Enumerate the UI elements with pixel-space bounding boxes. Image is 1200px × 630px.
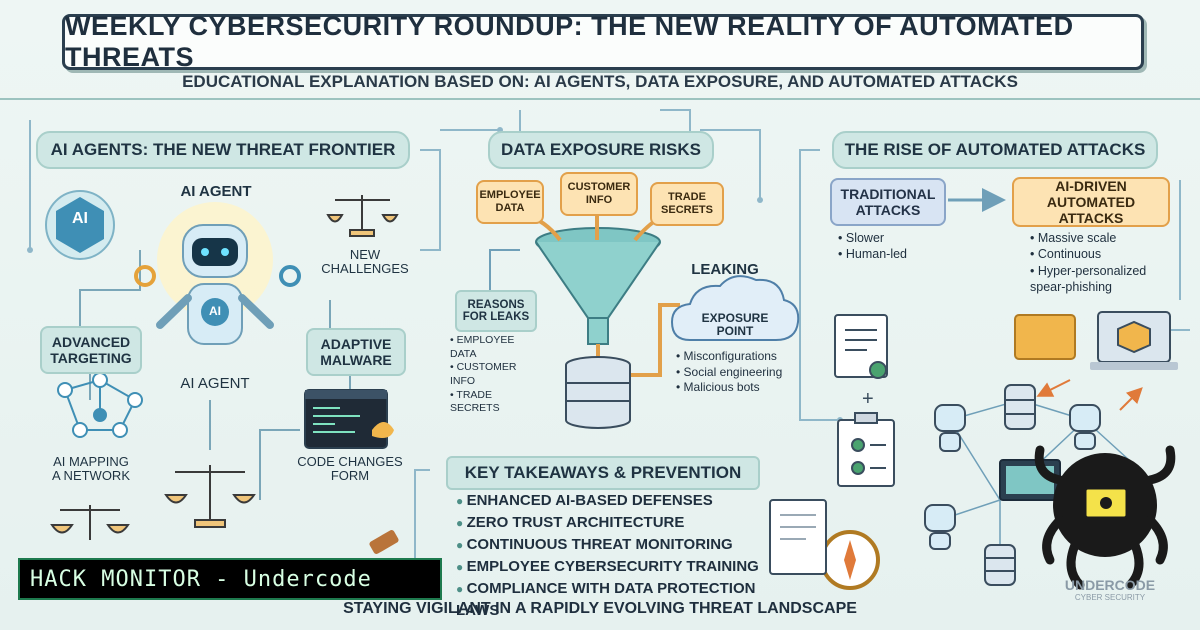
list-item: ZERO TRUST ARCHITECTURE: [456, 512, 786, 534]
list-item: CONTINUOUS THREAT MONITORING: [456, 534, 786, 556]
robot-bot-icon: [924, 404, 1101, 550]
ai-mapping-label: AI MAPPING A NETWORK: [51, 454, 130, 484]
section-heading-ai-agents: AI AGENTS: THE NEW THREAT FRONTIER: [36, 131, 410, 169]
page-subtitle: EDUCATIONAL EXPLANATION BASED ON: AI AGE…: [182, 72, 1018, 91]
logo-subtext: CYBER SECURITY: [1074, 593, 1146, 602]
exposure-causes-list: Misconfigurations Social engineering Mal…: [676, 349, 806, 396]
exposure-point-label: EXPOSURE POINT: [701, 311, 769, 339]
funnel-icon: [535, 227, 661, 345]
list-item: COMPLIANCE WITH DATA PROTECTION LAWS: [456, 578, 786, 622]
undercode-octopus-logo: [1034, 445, 1176, 590]
list-item: Hyper-personalized spear-phishing: [1030, 263, 1180, 296]
customer-info-tag: CUSTOMER INFO: [560, 172, 638, 216]
section-heading-takeaways: KEY TAKEAWAYS & PREVENTION: [446, 456, 760, 490]
list-item: Human-led: [838, 246, 938, 262]
ai-driven-attacks-list: Massive scale Continuous Hyper-personali…: [1030, 230, 1180, 295]
list-item: TRADE SECRETS: [450, 389, 542, 416]
document-icon: [834, 314, 895, 487]
list-item: Misconfigurations: [676, 349, 806, 365]
list-item: Malicious bots: [676, 380, 806, 396]
section-heading-automated-attacks: THE RISE OF AUTOMATED ATTACKS: [832, 131, 1158, 169]
title-banner: WEEKLY CYBERSECURITY ROUNDUP: THE NEW RE…: [62, 11, 1144, 72]
list-item: ENHANCED AI-BASED DEFENSES: [456, 490, 786, 512]
list-item: EMPLOYEE DATA: [450, 334, 542, 361]
robot-icon: [156, 202, 274, 345]
list-item: EMPLOYEE CYBERSECURITY TRAINING: [456, 556, 786, 578]
list-item: Continuous: [1030, 246, 1180, 262]
footer-tagline: STAYING VIGILANT IN A RAPIDLY EVOLVING T…: [343, 600, 857, 617]
traditional-attacks-list: Slower Human-led: [838, 230, 938, 263]
advanced-targeting-label: ADVANCED TARGETING: [40, 326, 142, 374]
employee-data-tag: EMPLOYEE DATA: [476, 180, 544, 224]
code-window-icon: [304, 389, 394, 449]
trade-secrets-tag: TRADE SECRETS: [650, 182, 724, 226]
watermark-badge: HACK MONITOR - Undercode: [18, 558, 442, 600]
network-map-icon: [57, 372, 143, 438]
scales-icon: [326, 195, 399, 237]
leaking-label: LEAKING: [691, 261, 759, 278]
scales-icon-2: [50, 465, 256, 540]
new-challenges-label: NEW CHALLENGES: [321, 247, 409, 277]
robot-chest-label: AI: [209, 304, 221, 318]
gear-icon: [134, 265, 301, 287]
laptop-shield-icon: [1090, 311, 1178, 370]
section-heading-data-exposure: DATA EXPOSURE RISKS: [488, 131, 714, 169]
traditional-attacks-box: TRADITIONAL ATTACKS: [830, 178, 946, 226]
reasons-for-leaks-label: REASONS FOR LEAKS: [455, 290, 537, 332]
list-item: Social engineering: [676, 365, 806, 381]
cloud-icon: [670, 275, 800, 341]
server-icon: [984, 384, 1036, 586]
divider: [0, 98, 1200, 100]
watermark-text: HACK MONITOR - Undercode: [30, 566, 372, 592]
reasons-list: EMPLOYEE DATA CUSTOMER INFO TRADE SECRET…: [450, 334, 542, 416]
logo-wordmark: UNDERCODE: [1064, 577, 1156, 593]
page-title: WEEKLY CYBERSECURITY ROUNDUP: THE NEW RE…: [65, 11, 1074, 72]
compass-icon: [820, 530, 880, 590]
ai-agent-label-top: AI AGENT: [180, 183, 252, 200]
database-icon: [565, 356, 631, 429]
list-item: Massive scale: [1030, 230, 1180, 246]
ai-agent-label-bottom: AI AGENT: [180, 375, 250, 392]
ai-driven-attacks-box: AI-DRIVEN AUTOMATED ATTACKS: [1012, 177, 1170, 227]
ai-chip-icon: [45, 190, 115, 260]
folder-icon: [1014, 314, 1076, 360]
list-item: CUSTOMER INFO: [450, 361, 542, 388]
gavel-icon: [369, 530, 399, 554]
list-item: Slower: [838, 230, 938, 246]
plus-sign: +: [862, 388, 874, 410]
ai-chip-label: AI: [72, 210, 88, 227]
takeaways-list: ENHANCED AI-BASED DEFENSES ZERO TRUST AR…: [456, 490, 786, 622]
code-changes-label: CODE CHANGES FORM: [297, 454, 403, 484]
adaptive-malware-label: ADAPTIVE MALWARE: [306, 328, 406, 376]
